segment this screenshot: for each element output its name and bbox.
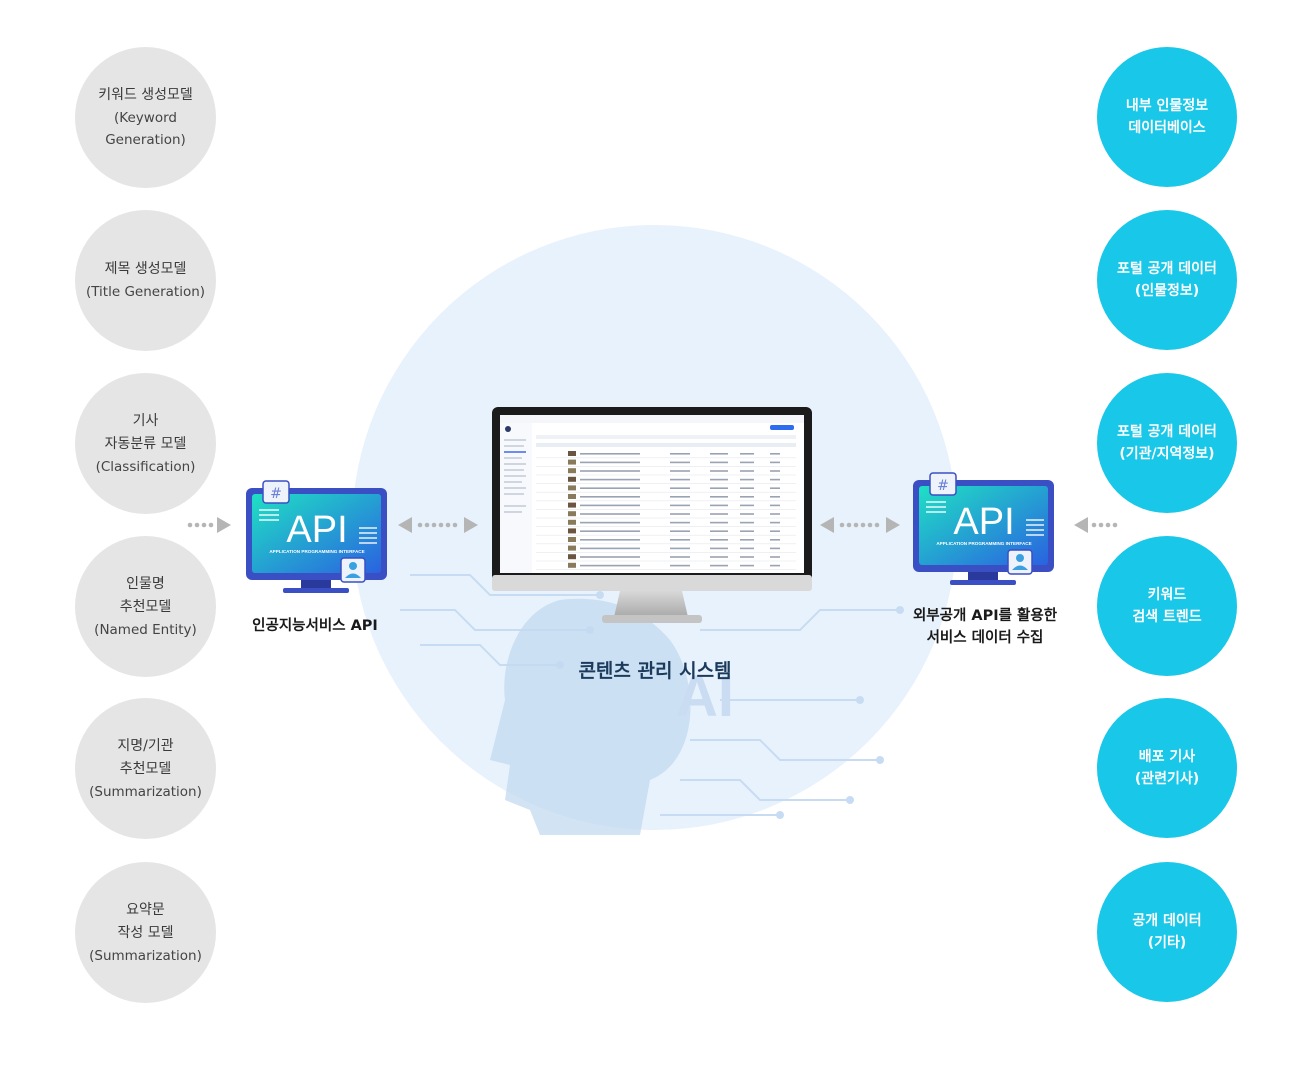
arrow-center-right-api <box>820 517 900 533</box>
right-api-caption: 외부공개 API를 활용한 서비스 데이터 수집 <box>885 605 1085 649</box>
api-sub-label: APPLICATION PROGRAMMING INTERFACE <box>269 549 364 554</box>
hash-icon: # <box>270 486 282 502</box>
api-label: API <box>286 509 347 551</box>
center-caption: 콘텐츠 관리 시스템 <box>578 660 732 682</box>
api-sub-label: APPLICATION PROGRAMMING INTERFACE <box>936 541 1031 546</box>
model-name: 지명/기관 <box>117 737 174 754</box>
hash-icon: # <box>937 478 949 494</box>
model-name: 추천모델 <box>119 598 172 615</box>
source-name: 데이터베이스 <box>1128 120 1206 136</box>
model-english-name: (Named Entity) <box>94 621 197 638</box>
right-source-node: 포털 공개 데이터 (기관/지역정보) <box>1097 373 1237 513</box>
arrow-left-api-center <box>398 517 478 533</box>
cms-monitor <box>492 407 812 623</box>
right-api-caption-line1: 외부공개 API를 활용한 <box>912 608 1058 624</box>
model-english-name: (Keyword <box>114 110 177 126</box>
model-english-name: (Summarization) <box>89 947 202 964</box>
right-source-node: 배포 기사 (관련기사) <box>1097 698 1237 838</box>
user-icon <box>1016 554 1024 562</box>
model-english-name: (Summarization) <box>89 783 202 800</box>
model-name: 작성 모델 <box>117 924 174 941</box>
model-name: 기사 <box>132 412 159 429</box>
source-name: (인물정보) <box>1134 283 1200 299</box>
arrow-right-sources <box>1074 517 1118 533</box>
model-name: 추천모델 <box>119 760 172 777</box>
right-api-monitor: # API APPLICATION PROGRAMMING INTERFACE <box>913 472 1054 585</box>
left-model-node: 제목 생성모델 (Title Generation) <box>75 210 216 351</box>
model-name: 키워드 생성모델 <box>98 87 193 103</box>
api-label: API <box>953 501 1014 543</box>
model-english-name: (Title Generation) <box>85 284 206 300</box>
model-name: 자동분류 모델 <box>104 435 187 452</box>
right-api-caption-line2: 서비스 데이터 수집 <box>926 630 1044 646</box>
model-name: 제목 생성모델 <box>104 261 187 277</box>
model-english-name: (Classification) <box>95 458 196 475</box>
source-name: 키워드 <box>1147 587 1187 603</box>
right-source-node: 공개 데이터 (기타) <box>1097 862 1237 1002</box>
model-name: 요약문 <box>126 901 165 918</box>
source-name: 공개 데이터 <box>1132 913 1202 929</box>
source-name: 포털 공개 데이터 <box>1117 261 1217 277</box>
left-api-monitor: # API APPLICATION PROGRAMMING INTERFACE <box>246 480 387 593</box>
model-name: 인물명 <box>126 575 165 592</box>
source-name: (관련기사) <box>1134 771 1200 787</box>
left-api-caption: 인공지능서비스 API <box>252 618 378 634</box>
source-name: 포털 공개 데이터 <box>1117 424 1217 440</box>
source-name: (기관/지역정보) <box>1119 446 1215 462</box>
source-name: 내부 인물정보 <box>1125 98 1209 114</box>
source-name: 배포 기사 <box>1138 749 1196 765</box>
right-source-node: 포털 공개 데이터 (인물정보) <box>1097 210 1237 350</box>
source-name: (기타) <box>1147 935 1187 951</box>
ai-watermark-text: AI <box>676 664 734 729</box>
user-icon <box>349 562 357 570</box>
arrow-left-models <box>187 517 231 533</box>
source-name: 검색 트렌드 <box>1132 609 1202 625</box>
model-english-name: Generation) <box>105 132 186 148</box>
